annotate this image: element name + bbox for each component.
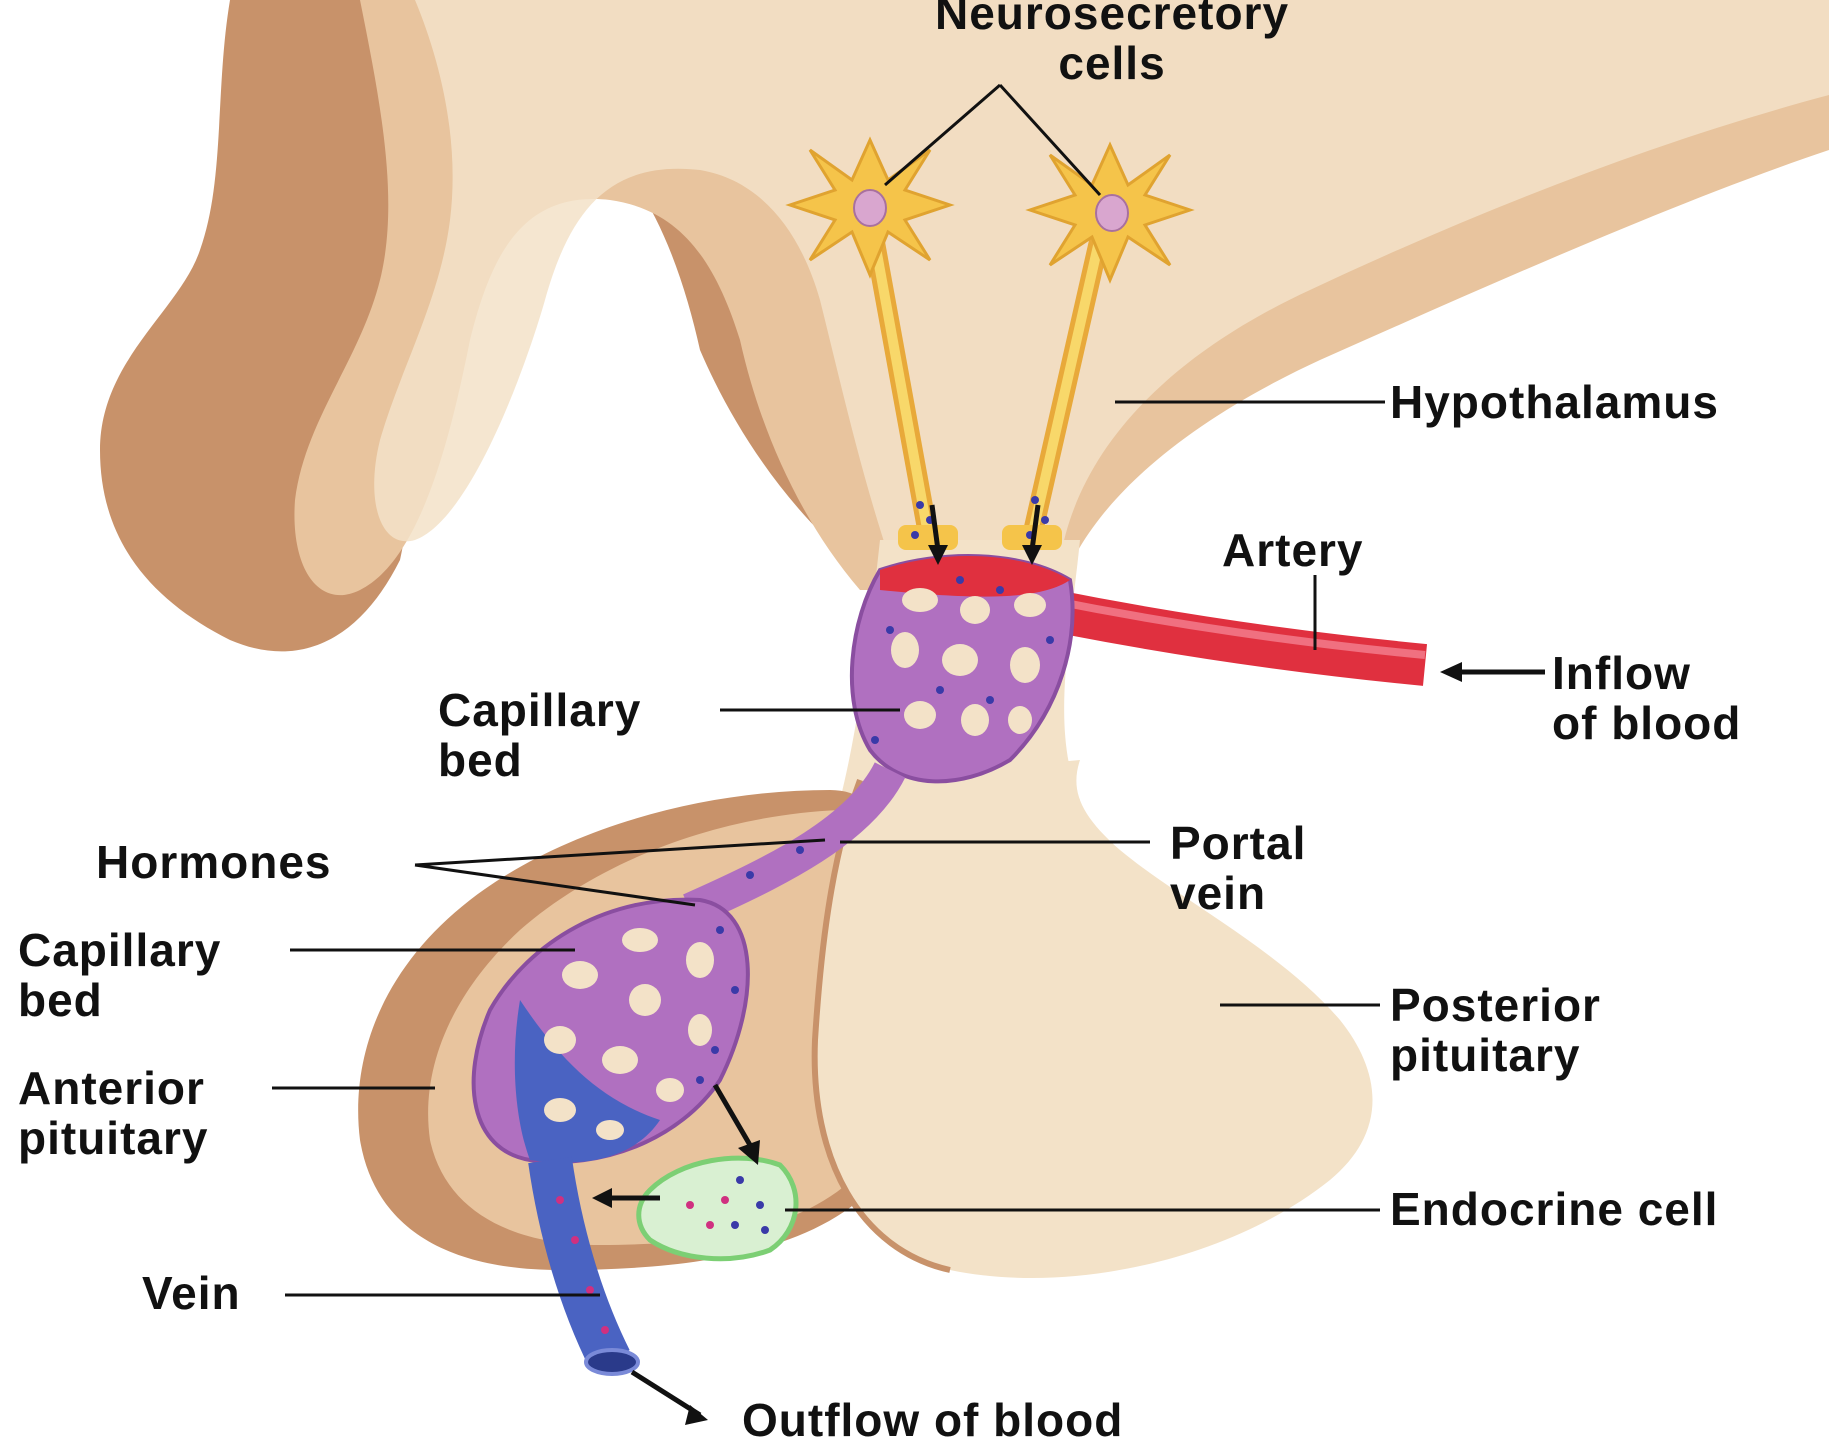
axon-terminal-left [898, 525, 958, 550]
capillary-holes-upper [891, 588, 1046, 736]
label-portal-vein: Portal vein [1170, 818, 1306, 918]
label-capillary-bed-upper: Capillary bed [438, 685, 641, 785]
neuron-nucleus-right [1096, 195, 1128, 231]
neuron-nucleus-left [854, 190, 886, 226]
label-artery: Artery [1222, 525, 1364, 575]
artery [1050, 610, 1425, 665]
label-outflow-of-blood: Outflow of blood [742, 1395, 1123, 1445]
label-inflow-of-blood: Inflow of blood [1552, 648, 1741, 748]
label-neurosecretory-cells: Neurosecretory cells [935, 0, 1289, 88]
label-vein: Vein [142, 1268, 241, 1318]
label-posterior-pituitary: Posterior pituitary [1390, 980, 1601, 1080]
label-hormones: Hormones [96, 837, 331, 887]
vein-opening [586, 1350, 638, 1374]
label-capillary-bed-lower: Capillary bed [18, 925, 221, 1025]
label-endocrine-cell: Endocrine cell [1390, 1184, 1718, 1234]
label-anterior-pituitary: Anterior pituitary [18, 1063, 208, 1163]
label-hypothalamus: Hypothalamus [1390, 377, 1719, 427]
